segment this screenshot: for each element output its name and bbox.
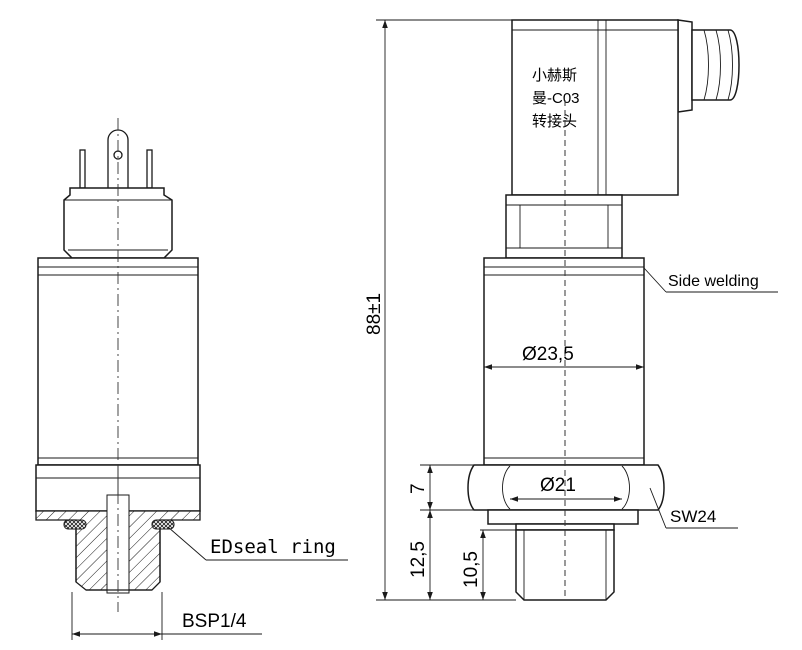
connector-neck: [505, 194, 623, 259]
thread-length-label: 10,5: [461, 551, 482, 588]
right-view: 小赫斯 曼-C03 转接头 88±1: [364, 19, 778, 601]
connector-label-line-3: 转接头: [532, 113, 577, 130]
connector-label-line-1: 小赫斯: [532, 67, 577, 84]
overall-height-label: 88±1: [364, 293, 385, 335]
washer: [487, 509, 639, 525]
connector-pins: [79, 129, 153, 189]
seal-ring-left: [63, 519, 87, 530]
left-view: BSP1/4 EDseal ring: [35, 118, 348, 640]
seal-ring-label: EDseal ring: [210, 536, 336, 558]
cable-gland: [677, 19, 740, 113]
connector-housing: [511, 19, 679, 196]
side-welding-label: Side welding: [668, 273, 759, 290]
thread-label: BSP1/4: [182, 611, 247, 632]
hex-diameter-label: Ø21: [540, 475, 576, 496]
body-diameter-label: Ø23,5: [522, 344, 574, 365]
sensor-body-right: [483, 257, 645, 466]
connector-label-line-2: 曼-C03: [532, 90, 580, 107]
seal-ring-right: [151, 519, 175, 530]
lower-height-label: 12,5: [408, 541, 429, 578]
connector-label: 小赫斯 曼-C03 转接头: [532, 67, 580, 130]
wrench-size-label: SW24: [670, 507, 716, 526]
hex-height-label: 7: [408, 483, 429, 494]
